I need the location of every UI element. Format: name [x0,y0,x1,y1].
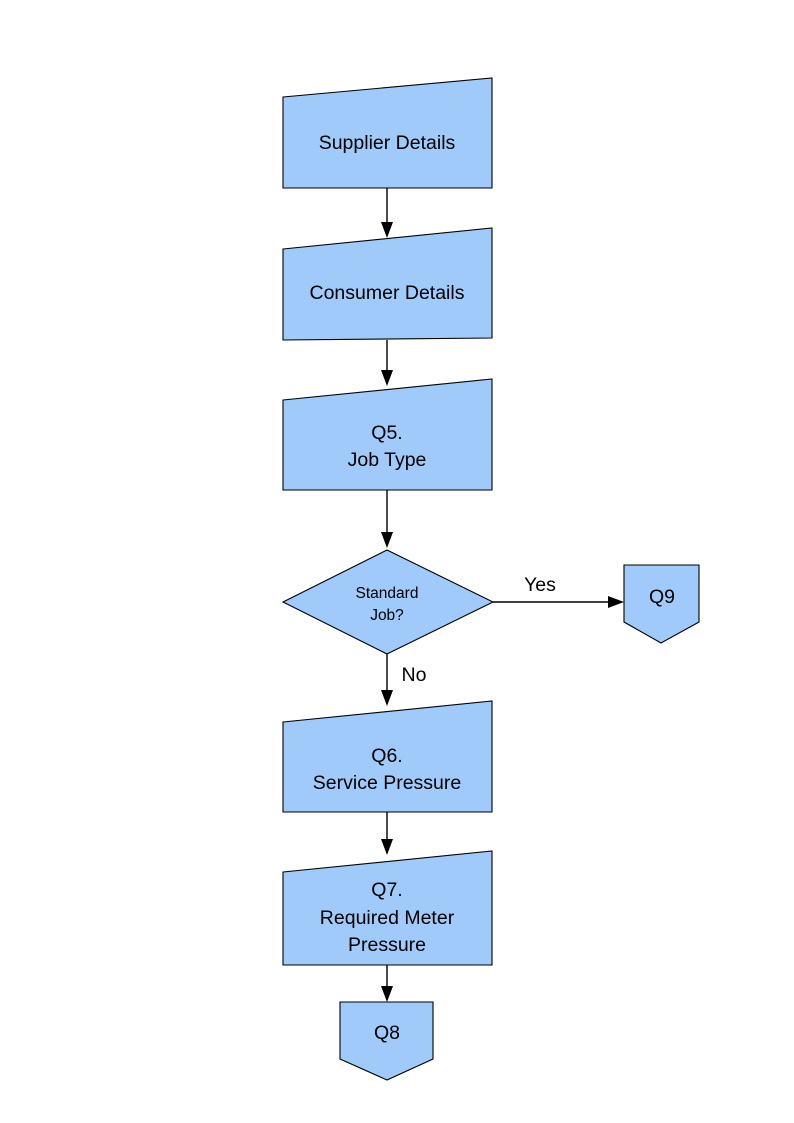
consumer-details-shape[interactable] [282,227,493,341]
decision-line1-label: Standard [356,585,419,602]
supplier-details-shape[interactable] [282,77,493,189]
connector-consumer-to-q5 [381,340,393,386]
arrowhead-icon [381,839,393,855]
arrowhead-icon [381,690,393,706]
q5-line2-label: Job Type [348,449,427,471]
q5-line1-label: Q5. [371,422,402,444]
node-q7-required-meter-pressure[interactable]: Q7. Required Meter Pressure [282,850,493,966]
connector-q5-to-decision [381,490,393,548]
q8-shape[interactable] [339,1001,434,1081]
q7-line1-label: Q7. [371,879,402,901]
consumer-details-label: Consumer Details [310,282,465,304]
q7-line2-label: Required Meter [320,907,455,929]
connector-decision-yes-to-q9: Yes [493,574,624,608]
q9-label: Q9 [649,586,675,608]
connector-q6-to-q7 [381,812,393,855]
q7-required-meter-pressure-shape[interactable] [282,850,493,966]
arrowhead-icon [608,596,624,608]
q6-line2-label: Service Pressure [313,772,461,794]
connector-decision-no-to-q6: No [381,654,427,706]
arrowhead-icon [381,532,393,548]
node-q9-connector[interactable]: Q9 [623,564,700,644]
node-q6-service-pressure[interactable]: Q6. Service Pressure [282,700,493,813]
q6-service-pressure-shape[interactable] [282,700,493,813]
q6-line1-label: Q6. [371,745,402,767]
arrowhead-icon [381,222,393,238]
connector-supplier-to-consumer [381,188,393,238]
decision-line2-label: Job? [370,607,404,624]
arrowhead-icon [381,370,393,386]
node-q8-connector[interactable]: Q8 [339,1001,434,1081]
q8-label: Q8 [374,1022,400,1044]
edge-label-yes: Yes [524,574,556,596]
q5-job-type-shape[interactable] [282,378,493,491]
edge-label-no: No [402,664,427,686]
connector-q7-to-q8 [381,965,393,1002]
supplier-details-label: Supplier Details [319,132,456,154]
q7-line3-label: Pressure [348,934,426,956]
node-consumer-details[interactable]: Consumer Details [282,227,493,341]
q9-shape[interactable] [623,564,700,644]
node-supplier-details[interactable]: Supplier Details [282,77,493,189]
arrowhead-icon [381,986,393,1002]
node-standard-job-decision[interactable]: Standard Job? [281,549,495,655]
node-q5-job-type[interactable]: Q5. Job Type [282,378,493,491]
